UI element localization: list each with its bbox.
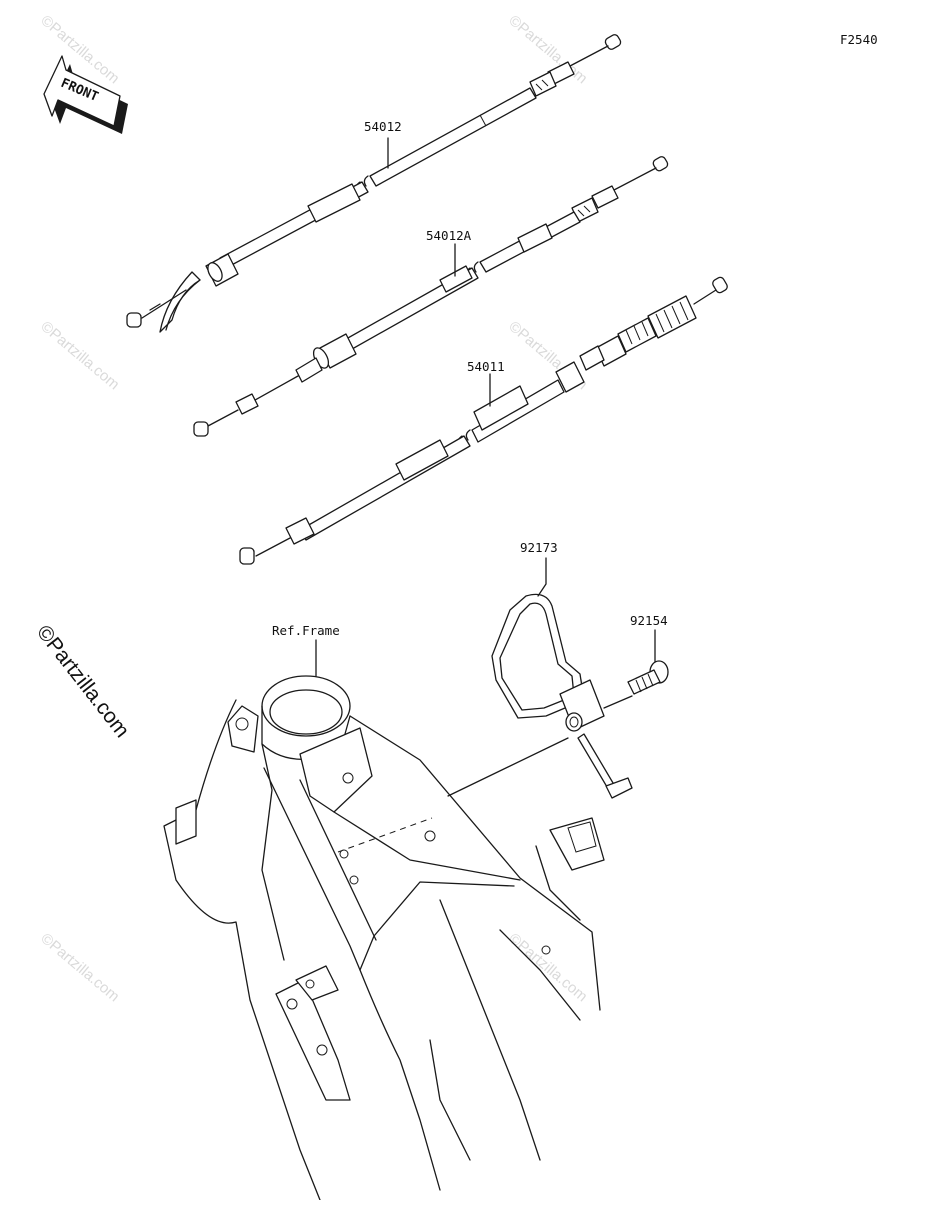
- part-label-54012: 54012: [364, 119, 402, 134]
- watermark: ©Partzilla.com: [37, 930, 122, 1005]
- frame-reference: [163, 675, 605, 1201]
- part-label-54012a: 54012A: [426, 228, 472, 243]
- ref-frame-label: Ref.Frame: [272, 623, 340, 638]
- watermarks: ©Partzilla.com ©Partzilla.com ©Partzilla…: [37, 12, 590, 1005]
- figure-code: F2540: [840, 32, 878, 47]
- front-arrow-icon: FRONT: [43, 55, 128, 134]
- cable-guide-92173: [447, 593, 633, 799]
- part-label-92154: 92154: [630, 613, 668, 628]
- cable-54011: [239, 276, 728, 565]
- leader-lines: [315, 137, 656, 677]
- copyright-text: ©Partzilla.com: [32, 621, 134, 742]
- watermark: ©Partzilla.com: [505, 930, 590, 1005]
- part-label-54011: 54011: [467, 359, 505, 374]
- cable-54012: [126, 34, 622, 333]
- cable-54012a: [193, 156, 669, 437]
- watermark: ©Partzilla.com: [37, 318, 122, 393]
- bolt-92154: [627, 660, 669, 695]
- part-label-92173: 92173: [520, 540, 558, 555]
